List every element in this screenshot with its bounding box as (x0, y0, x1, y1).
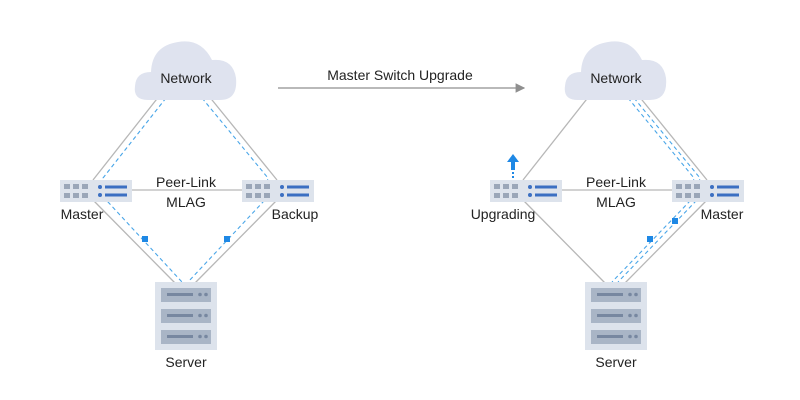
link-upgrading-server (522, 199, 606, 284)
switch-icon (490, 180, 562, 202)
switch-icon (242, 180, 314, 202)
server: Server (585, 282, 647, 370)
link-master-server (624, 199, 708, 284)
transition-label: Master Switch Upgrade (327, 67, 473, 83)
switch-master: Master (60, 180, 132, 222)
cloud-icon (564, 41, 667, 100)
peer-link-label: Peer-Link (156, 174, 217, 190)
switch-label-master: Master (701, 206, 744, 222)
switch-upgrading: Upgrading (471, 154, 562, 222)
traffic-packet (142, 236, 148, 242)
mlag-label: MLAG (596, 194, 636, 210)
switch-ports (64, 184, 88, 198)
switch-backup: Backup (242, 180, 319, 222)
mlag-label: MLAG (166, 194, 206, 210)
cloud-icon (134, 41, 237, 100)
link-cloud-master (637, 94, 708, 181)
switch-label-upgrading: Upgrading (471, 206, 536, 222)
link-master-server (92, 199, 176, 284)
cloud-label: Network (160, 70, 212, 86)
network-cloud: Network (134, 41, 237, 100)
switch-label-backup: Backup (272, 206, 319, 222)
after-topology: Network Upgrading (471, 41, 744, 370)
link-cloud-master (92, 94, 161, 181)
switch-icon (60, 180, 132, 202)
link-backup-server (194, 199, 278, 284)
traffic-packet (647, 236, 653, 242)
after-links (522, 94, 708, 284)
peer-link-label: Peer-Link (586, 174, 647, 190)
link-cloud-backup (207, 94, 278, 181)
server: Server (155, 282, 217, 370)
switch-ports (246, 184, 270, 198)
switch-icon (672, 180, 744, 202)
upgrade-arrow-icon (507, 154, 519, 178)
transition: Master Switch Upgrade (278, 67, 526, 93)
switch-ports (494, 184, 518, 198)
server-label: Server (595, 354, 637, 370)
server-label: Server (165, 354, 207, 370)
traffic-packet (672, 218, 678, 224)
traffic-packet (224, 236, 230, 242)
switch-master: Master (672, 180, 744, 222)
link-cloud-upgrading (522, 94, 591, 181)
before-topology: Network Master Backup Peer-Link (60, 41, 319, 370)
switch-ports (676, 184, 700, 198)
switch-label-master: Master (61, 206, 104, 222)
cloud-label: Network (590, 70, 642, 86)
network-cloud: Network (564, 41, 667, 100)
